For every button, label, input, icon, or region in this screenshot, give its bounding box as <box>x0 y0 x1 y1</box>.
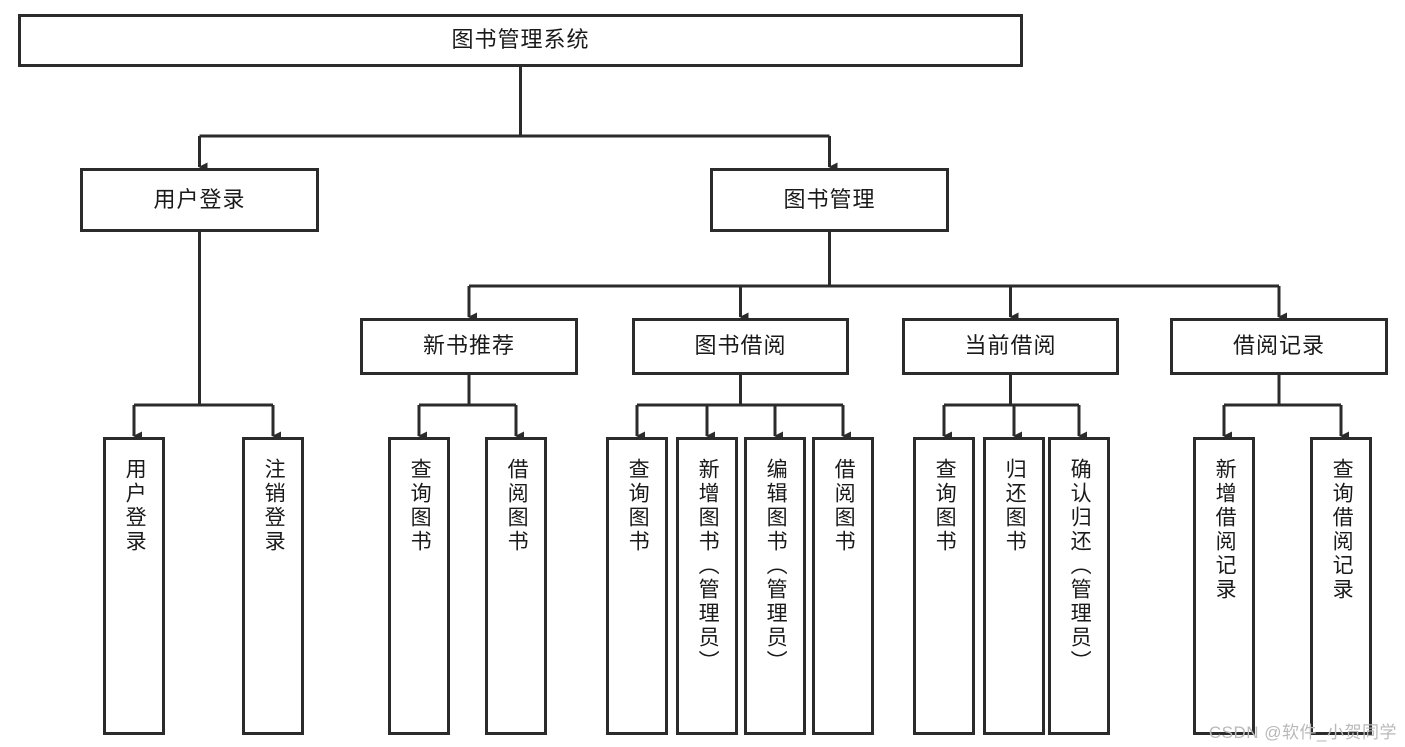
node-label: 归还图书 <box>1003 458 1027 554</box>
node-l2-current[interactable]: 当前借阅 <box>902 318 1119 375</box>
node-label: 查询图书 <box>408 458 432 554</box>
node-leaf-cu-query[interactable]: 查询图书 <box>913 437 975 735</box>
node-label: 图书管理系统 <box>451 27 590 53</box>
node-label: 确认归还（管理员） <box>1068 458 1092 674</box>
node-label: 用户登录 <box>153 186 246 212</box>
watermark: CSDN @软件_小贺同学 <box>1208 723 1397 742</box>
node-l1-user-login[interactable]: 用户登录 <box>80 168 319 232</box>
node-label: 新书推荐 <box>422 333 515 359</box>
node-leaf-cu-return[interactable]: 归还图书 <box>983 437 1045 735</box>
node-leaf-nb-borrow[interactable]: 借阅图书 <box>485 437 547 735</box>
node-root[interactable]: 图书管理系统 <box>18 14 1023 67</box>
node-label: 借阅图书 <box>832 458 856 554</box>
node-leaf-bo-add[interactable]: 新增图书（管理员） <box>676 437 738 735</box>
node-label: 查询图书 <box>933 458 957 554</box>
node-label: 新增借阅记录 <box>1213 458 1237 602</box>
node-label: 用户登录 <box>123 458 147 554</box>
node-leaf-rc-query[interactable]: 查询借阅记录 <box>1310 437 1372 735</box>
node-label: 当前借阅 <box>964 333 1057 359</box>
node-leaf-bo-borrow[interactable]: 借阅图书 <box>812 437 874 735</box>
node-label: 新增图书（管理员） <box>696 458 720 674</box>
node-label: 图书借阅 <box>694 333 787 359</box>
node-leaf-bo-query[interactable]: 查询图书 <box>606 437 668 735</box>
node-leaf-bo-edit[interactable]: 编辑图书（管理员） <box>744 437 806 735</box>
node-label: 图书管理 <box>783 186 876 212</box>
node-leaf-user-login[interactable]: 用户登录 <box>103 437 165 735</box>
node-l2-borrow[interactable]: 图书借阅 <box>632 318 849 375</box>
node-label: 查询借阅记录 <box>1330 458 1354 602</box>
node-label: 查询图书 <box>626 458 650 554</box>
node-label: 编辑图书（管理员） <box>764 458 788 674</box>
node-l2-record[interactable]: 借阅记录 <box>1170 318 1388 375</box>
node-label: 借阅记录 <box>1232 333 1325 359</box>
node-leaf-rc-add[interactable]: 新增借阅记录 <box>1193 437 1255 735</box>
node-l1-book-mgmt[interactable]: 图书管理 <box>710 168 949 232</box>
node-leaf-nb-query[interactable]: 查询图书 <box>388 437 450 735</box>
node-leaf-cu-confirm[interactable]: 确认归还（管理员） <box>1048 437 1110 735</box>
node-l2-new-book[interactable]: 新书推荐 <box>360 318 578 375</box>
node-leaf-user-logout[interactable]: 注销登录 <box>242 437 304 735</box>
node-label: 注销登录 <box>262 458 286 554</box>
node-label: 借阅图书 <box>505 458 529 554</box>
edge-group <box>132 67 1349 441</box>
